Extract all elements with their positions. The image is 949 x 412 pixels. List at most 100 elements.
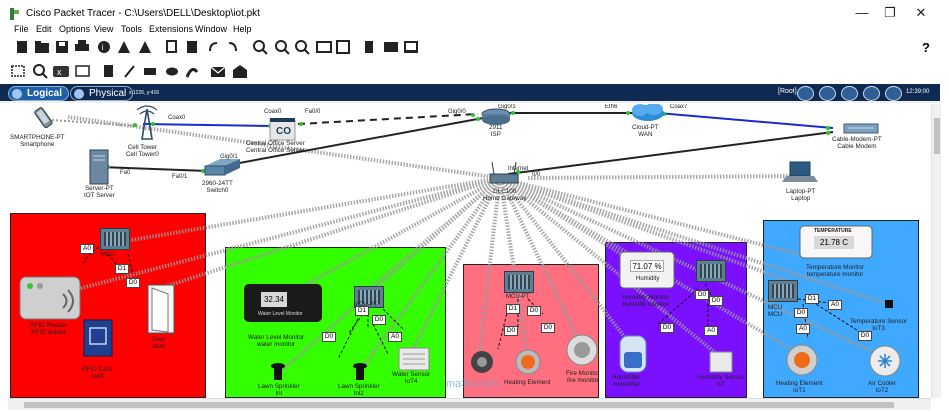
menu-help[interactable]: Help — [233, 24, 252, 34]
copy-icon[interactable] — [166, 40, 177, 53]
water-level-monitor-device[interactable] — [244, 284, 322, 322]
menu-view[interactable]: View — [94, 24, 114, 34]
smartphone-device[interactable] — [34, 107, 53, 129]
rectangle-icon[interactable] — [144, 68, 156, 75]
paste-icon[interactable] — [187, 41, 197, 53]
ellipse-icon[interactable] — [166, 67, 178, 76]
humidity-caption: Humidity — [636, 276, 660, 282]
cell-tower-device[interactable] — [136, 105, 158, 140]
custom-device-icon[interactable] — [139, 41, 151, 53]
purple-mcu-device[interactable] — [696, 260, 726, 282]
water-monitor-caption: Water Level Monitor — [258, 311, 303, 317]
menu-options[interactable]: Options — [59, 24, 91, 34]
select-icon[interactable] — [11, 65, 25, 77]
viewport-nav-icon[interactable] — [885, 86, 902, 101]
drawing-palette-icon[interactable] — [316, 41, 332, 53]
green-mcu-device[interactable] — [354, 286, 384, 308]
menu-file[interactable]: File — [14, 24, 29, 34]
router-device[interactable] — [481, 108, 511, 125]
simple-pdu-icon[interactable] — [210, 66, 226, 77]
camera-device[interactable] — [471, 351, 493, 373]
tab-logical[interactable]: Logical — [8, 86, 70, 101]
back-icon[interactable] — [797, 86, 814, 101]
complex-pdu-icon[interactable] — [233, 65, 247, 78]
red-port-a0: A0 — [80, 244, 94, 254]
activity-wizard-icon[interactable]: i — [98, 41, 110, 53]
freeform-icon[interactable] — [185, 67, 199, 78]
iot-server-device[interactable] — [89, 149, 109, 185]
zoom-out-icon[interactable] — [295, 40, 310, 55]
door-device[interactable] — [147, 284, 175, 334]
vertical-scroll-thumb[interactable] — [934, 118, 940, 154]
save-icon[interactable] — [56, 41, 68, 53]
resize-icon[interactable] — [75, 65, 90, 77]
temperature-sensor-device[interactable] — [885, 300, 893, 308]
home-gateway-device[interactable] — [489, 161, 519, 184]
horizontal-scrollbar[interactable] — [8, 398, 931, 410]
switch-device[interactable] — [204, 159, 240, 176]
water-sensor-device[interactable] — [398, 347, 430, 371]
pink-mcu-device[interactable] — [504, 271, 534, 293]
red-mcu-device[interactable] — [100, 228, 130, 250]
blue-mcu-device[interactable] — [768, 280, 798, 302]
redo-icon[interactable] — [228, 42, 237, 52]
screenshot-icon[interactable] — [404, 41, 418, 53]
topology-links — [19, 104, 901, 380]
heating-element-device[interactable] — [515, 349, 541, 375]
maximize-button[interactable]: ❐ — [884, 5, 896, 20]
print-icon[interactable] — [75, 40, 89, 51]
rfid-card-device[interactable] — [83, 319, 113, 357]
move-object-icon[interactable] — [841, 86, 858, 101]
pdu-icon[interactable] — [365, 41, 373, 53]
humidifier-device[interactable] — [619, 335, 647, 373]
network-info-icon[interactable] — [118, 41, 130, 53]
port-eth6: Eth6 — [605, 104, 618, 110]
zoom-in-icon[interactable] — [253, 40, 268, 55]
viewport-icon[interactable] — [384, 42, 398, 52]
laptop-device[interactable] — [782, 161, 818, 182]
air-cooler-device[interactable] — [869, 345, 901, 377]
horizontal-scroll-thumb[interactable] — [24, 402, 894, 408]
help-icon[interactable]: ? — [922, 40, 930, 55]
lawn-sprinkler-1-device[interactable] — [271, 363, 285, 380]
zoom-reset-icon[interactable] — [275, 40, 290, 55]
cloud-device[interactable] — [632, 104, 664, 121]
cluster-icon[interactable] — [819, 86, 836, 101]
set-background-icon[interactable] — [863, 86, 880, 101]
blue-port-d0-a: D0 — [794, 308, 808, 318]
menu-edit[interactable]: Edit — [36, 24, 52, 34]
undo-icon[interactable] — [209, 42, 218, 52]
note-icon[interactable] — [104, 65, 113, 77]
lawn-sprinkler-2-device[interactable] — [353, 363, 367, 380]
cable-modem-device[interactable] — [843, 123, 879, 134]
delete-icon[interactable]: x — [53, 66, 69, 77]
blue-heating-element-device[interactable] — [786, 344, 818, 376]
close-button[interactable]: ✕ — [915, 5, 927, 20]
minimize-button[interactable]: — — [855, 5, 869, 20]
humidity-sensor-device[interactable] — [709, 351, 733, 373]
rfid-reader-device[interactable] — [19, 276, 81, 320]
new-icon[interactable] — [17, 41, 27, 53]
fire-monitor-device[interactable] — [566, 334, 598, 366]
central-office-server-device[interactable] — [269, 118, 296, 141]
open-icon[interactable] — [35, 41, 49, 53]
inspect-icon[interactable] — [33, 64, 48, 79]
root-label[interactable]: [Root] — [778, 88, 797, 95]
menu-extensions[interactable]: Extensions — [149, 24, 194, 34]
menu-tools[interactable]: Tools — [121, 24, 143, 34]
line-icon[interactable] — [124, 65, 135, 78]
tab-physical[interactable]: Physical — [70, 86, 134, 101]
window-title: Cisco Packet Tracer - C:\Users\DELL\Desk… — [26, 8, 260, 19]
menu-window[interactable]: Window — [195, 24, 228, 34]
custom-devices-dialog-icon[interactable] — [336, 40, 350, 54]
vertical-scrollbar[interactable] — [931, 104, 941, 398]
